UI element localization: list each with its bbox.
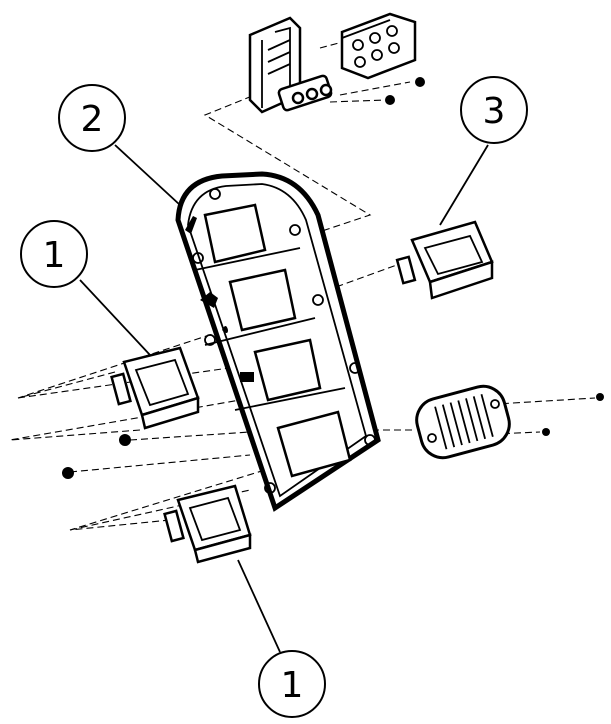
callout-leaders	[79, 144, 489, 653]
grille-cover	[415, 384, 511, 460]
heater-icon	[200, 292, 218, 308]
callout-2: 2	[58, 84, 126, 152]
vacuum-icon	[240, 372, 254, 382]
svg-text:2: 2	[81, 99, 104, 140]
svg-text:1: 1	[281, 665, 304, 706]
callout-3: 3	[460, 76, 528, 144]
svg-text:3: 3	[483, 91, 506, 132]
svg-text:1: 1	[43, 235, 66, 276]
rocker-switch-1-bottom	[163, 484, 252, 564]
callout-1-left: 1	[20, 220, 88, 288]
rocker-switch-1-left	[110, 346, 200, 430]
small-screw-icon	[385, 77, 425, 105]
connector-block	[248, 16, 333, 114]
terminal-block	[340, 12, 417, 80]
switch-panel	[175, 171, 381, 512]
rocker-switch-3	[395, 220, 494, 300]
brush-icon	[185, 216, 197, 234]
assembly-dashed-lines	[9, 39, 596, 531]
screw-icon	[62, 393, 604, 479]
water-drop-icon	[222, 326, 228, 333]
callout-1-bottom: 1	[258, 650, 326, 718]
